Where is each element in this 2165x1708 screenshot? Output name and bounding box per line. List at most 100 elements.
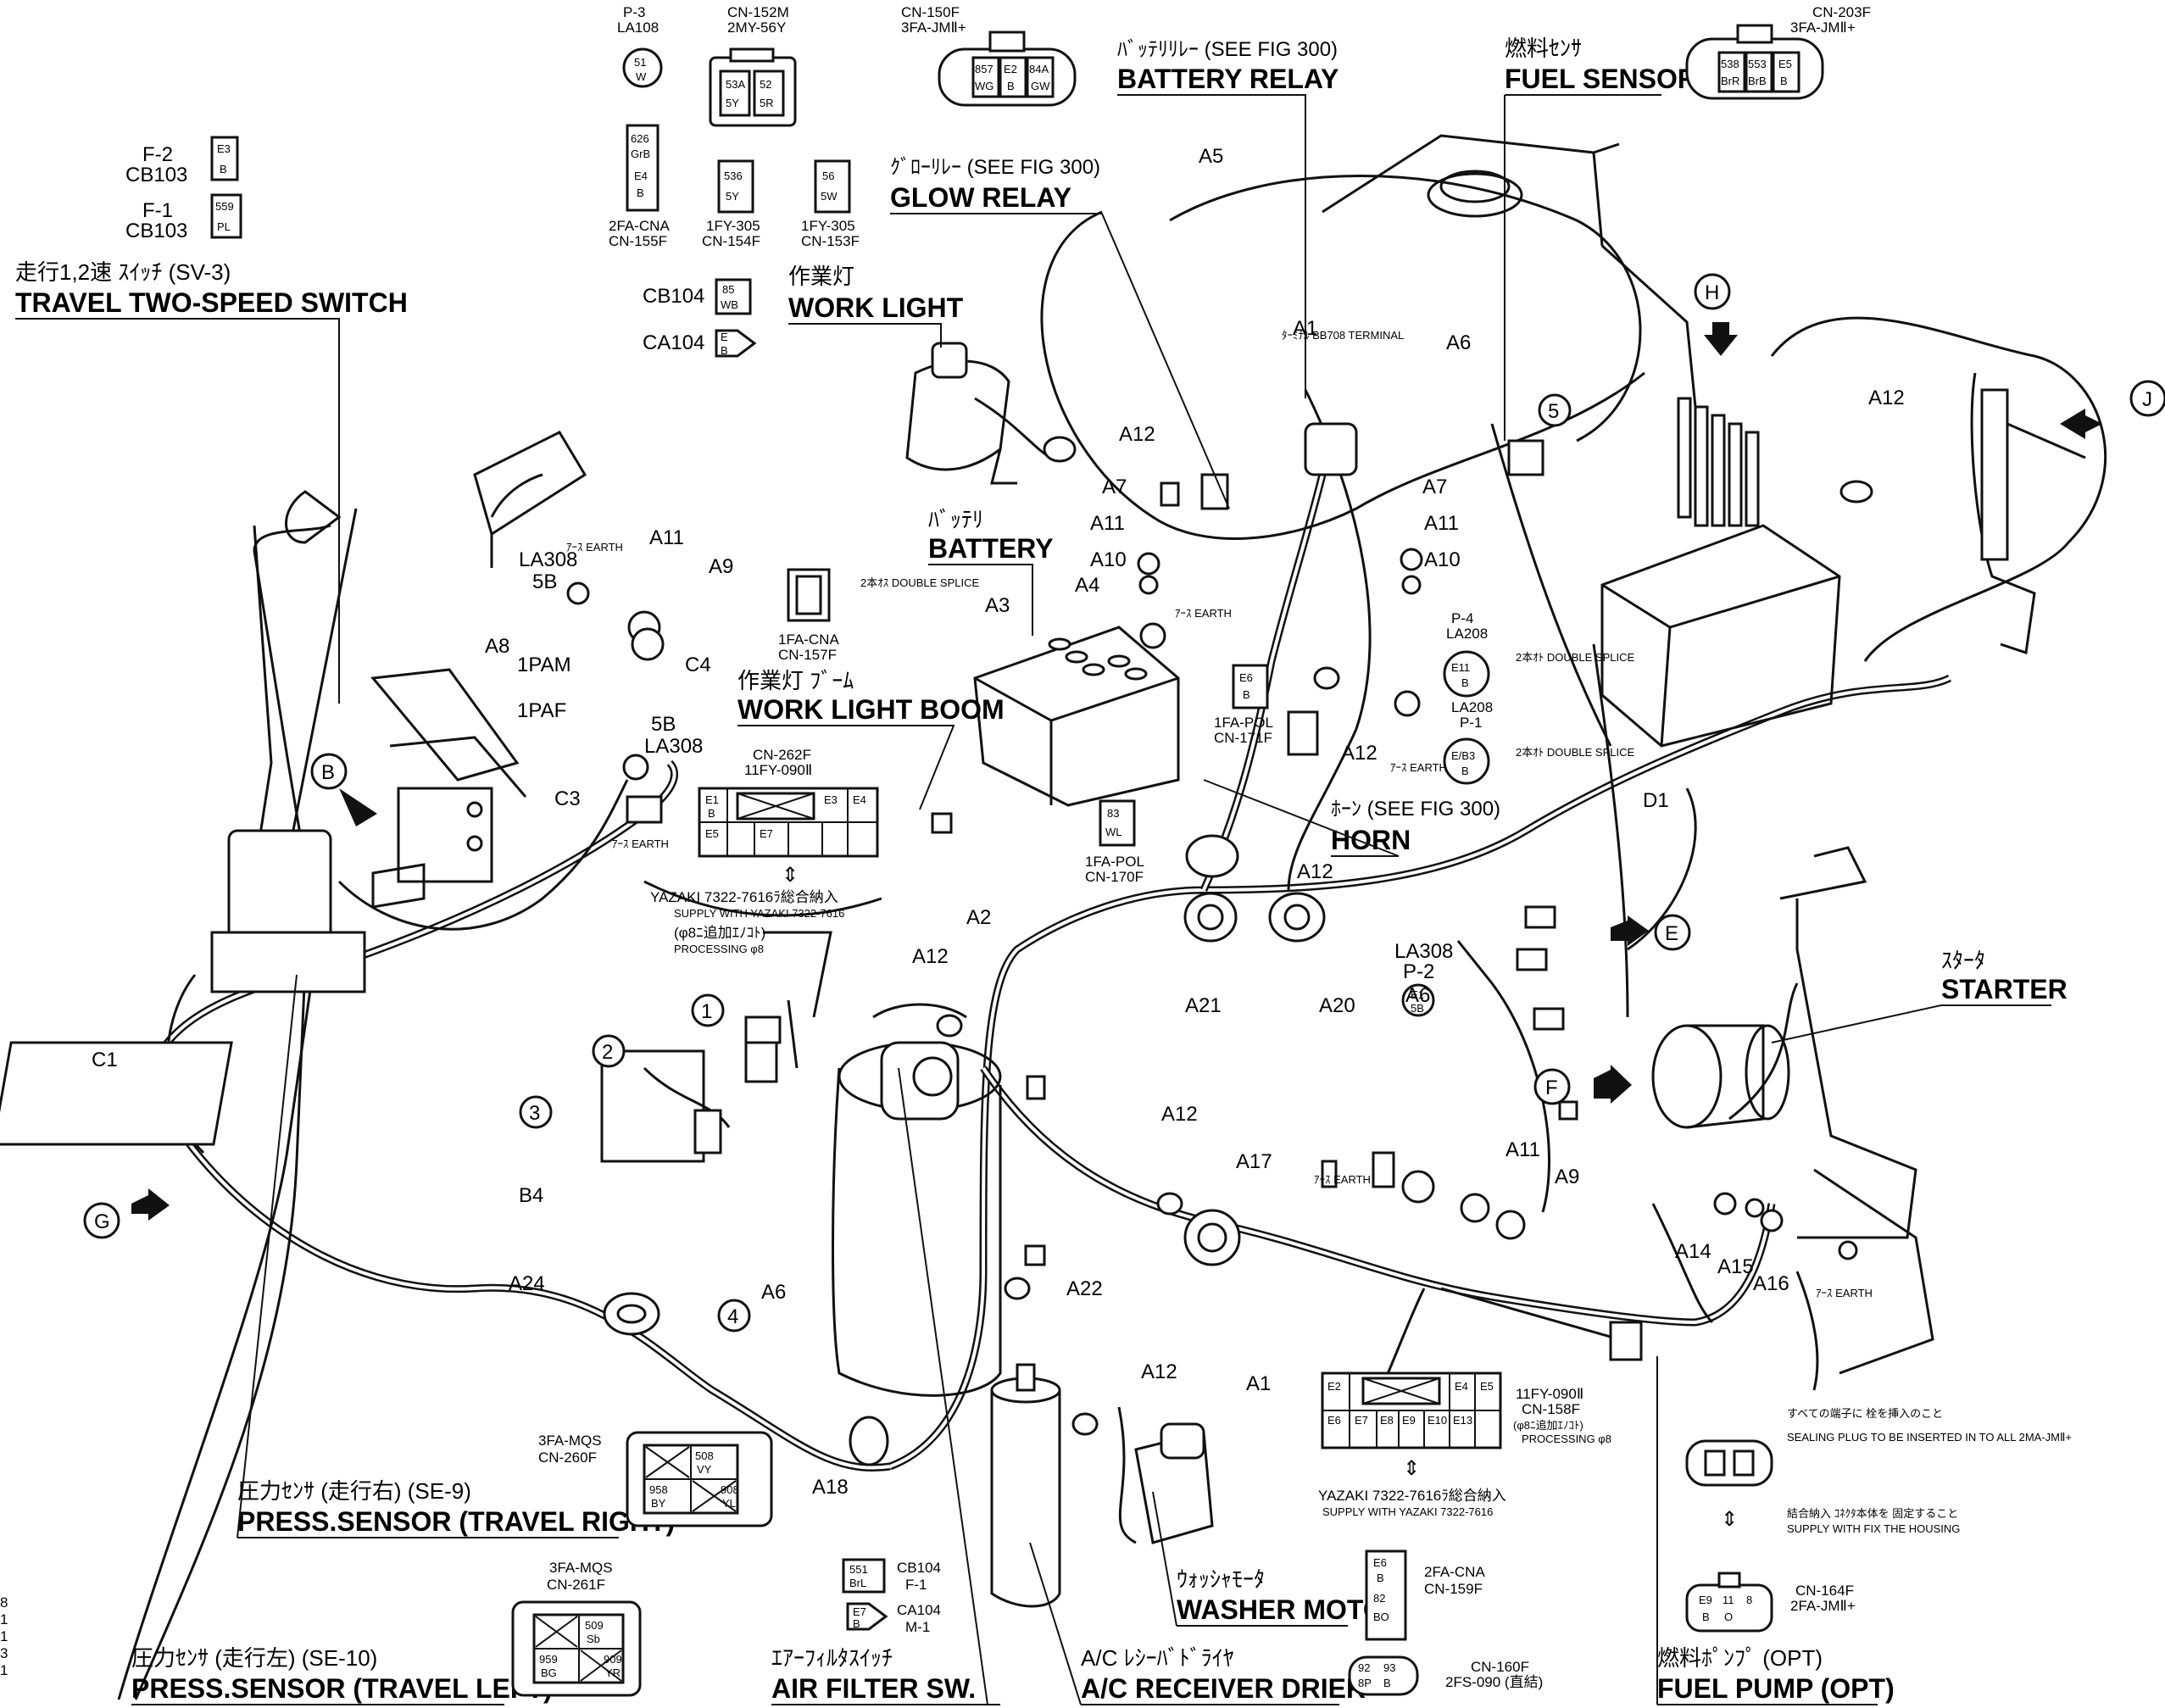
- la308-b-label: LA308: [644, 735, 703, 758]
- callout-a12-g: A12: [1868, 387, 1905, 409]
- two-my-56y-label: 2MY-56Y: [727, 19, 786, 36]
- svg-text:8: 8: [1746, 1594, 1752, 1606]
- svg-text:BG: BG: [541, 1666, 557, 1679]
- svg-text:BrR: BrR: [1721, 75, 1739, 87]
- edge-number-4: 3: [0, 1645, 8, 1661]
- starter-drawing: [1651, 846, 1934, 1375]
- svg-text:B: B: [1702, 1611, 1710, 1623]
- svg-text:E1: E1: [705, 793, 719, 806]
- view-e-label: E: [1665, 922, 1678, 945]
- main-harness: [117, 175, 2107, 1700]
- svg-text:538: 538: [1721, 58, 1739, 70]
- callout-a7-right: A7: [1422, 476, 1447, 498]
- callout-a1-bottom: A1: [1246, 1372, 1271, 1395]
- assy-label: SUPPLY WITH FIX THE HOUSING: [1787, 1522, 1960, 1535]
- svg-text:E2: E2: [1327, 1380, 1341, 1393]
- svg-text:92: 92: [1358, 1661, 1370, 1674]
- double-splice-label: 2本ｵｽ DOUBLE SPLICE: [860, 576, 979, 589]
- svg-text:E2: E2: [1004, 63, 1017, 75]
- cn171f-label: CN-171F: [1214, 730, 1272, 746]
- callout-a12-c: A12: [1297, 860, 1333, 883]
- earth-label-2: ｱｰｽ EARTH: [612, 837, 669, 850]
- svg-text:E11: E11: [1451, 661, 1470, 674]
- view-f-label: F: [1545, 1077, 1558, 1099]
- air-filter-drawing: [832, 1003, 1002, 1397]
- svg-text:84A: 84A: [1029, 63, 1049, 75]
- terminal-label: ﾀｰﾐﾅﾙ BB708 TERMINAL: [1282, 329, 1404, 342]
- view-j-label: J: [2142, 388, 2152, 411]
- fuel-sensor-jp: 燃料ｾﾝｻ: [1505, 36, 1582, 61]
- svg-text:BrB: BrB: [1748, 75, 1767, 87]
- two-fa-cna-b-label: 2FA-CNA: [1424, 1564, 1485, 1580]
- label-fuel-pump: 燃料ﾎﾟﾝﾌﾟ (OPT) FUEL PUMP (OPT): [1656, 1356, 1895, 1705]
- proc2-label: PROCESSING φ8: [1522, 1433, 1611, 1445]
- cn158f-a-label: 11FY-090Ⅱ: [1516, 1386, 1583, 1402]
- svg-text:B: B: [1383, 1677, 1391, 1689]
- one-fy-090-label: 11FY-090Ⅱ: [744, 762, 812, 778]
- callout-a22: A22: [1066, 1277, 1103, 1300]
- sealing-label: SEALING PLUG TO BE INSERTED IN TO ALL 2M…: [1787, 1431, 2072, 1444]
- svg-text:E5: E5: [705, 827, 719, 840]
- svg-text:O: O: [1724, 1611, 1733, 1623]
- svg-text:5Y: 5Y: [726, 190, 739, 203]
- svg-text:⇕: ⇕: [1721, 1508, 1738, 1531]
- cn150f-label: CN-150F: [901, 4, 960, 20]
- svg-text:E8: E8: [1380, 1414, 1394, 1427]
- air-filter-jp: ｴｱｰﾌｨﾙﾀｽｲｯﾁ: [771, 1645, 893, 1671]
- callout-a10-right: A10: [1424, 548, 1461, 571]
- svg-text:11: 11: [1723, 1594, 1734, 1606]
- cn153f-label: CN-153F: [801, 233, 860, 249]
- svg-text:E13: E13: [1453, 1414, 1472, 1427]
- svg-text:E3: E3: [217, 142, 231, 155]
- callout-a21: A21: [1185, 994, 1222, 1017]
- svg-text:626: 626: [631, 132, 649, 145]
- edge-numbers: 8 1 1 3 1: [0, 1594, 8, 1678]
- svg-text:E4: E4: [1455, 1380, 1468, 1393]
- one-fy-305b-label: 1FY-305: [801, 218, 855, 234]
- cb104-label: CB104: [643, 285, 704, 308]
- svg-text:5W: 5W: [821, 190, 838, 203]
- washer-motor-drawing: [1134, 1422, 1214, 1544]
- la208b-label: LA208: [1451, 699, 1493, 715]
- view-arrows: [131, 322, 2102, 1221]
- svg-text:GW: GW: [1031, 80, 1050, 92]
- cn164f-label: CN-164F: [1795, 1583, 1854, 1599]
- floor-plate-drawing: [473, 431, 587, 568]
- p4-label: P-4: [1451, 610, 1473, 626]
- one-fa-pol-a-label: 1FA-POL: [1214, 715, 1273, 731]
- two-fa-jm-label: 2FA-JMⅡ+: [1790, 1598, 1856, 1614]
- la308-5b-label: 5B: [532, 570, 557, 593]
- svg-text:8P: 8P: [1358, 1677, 1372, 1689]
- callout-a1-top: A1: [1293, 317, 1317, 340]
- battery-title: BATTERY: [928, 533, 1054, 564]
- label-press-sensor-right: 圧力ｾﾝｻ (走行右) (SE-9) PRESS.SENSOR (TRAVEL …: [237, 974, 675, 1538]
- callout-a9-right: A9: [1555, 1166, 1579, 1188]
- la308-a-label: LA308: [519, 548, 577, 571]
- callout-a2: A2: [966, 906, 991, 929]
- svg-text:E6: E6: [1327, 1414, 1341, 1427]
- callout-circle-2: 2: [602, 1041, 613, 1064]
- svg-text:52: 52: [760, 78, 771, 91]
- fuel-pump-jp: 燃料ﾎﾟﾝﾌﾟ (OPT): [1657, 1645, 1823, 1671]
- callout-c1: C1: [92, 1049, 118, 1071]
- callout-a20: A20: [1319, 994, 1355, 1017]
- horn-title: HORN: [1331, 825, 1411, 855]
- travel-switch-drawing: [0, 490, 527, 1146]
- callout-a6-top: A6: [1446, 331, 1471, 354]
- work-light-boom-title: WORK LIGHT BOOM: [737, 694, 1005, 725]
- svg-text:B: B: [1007, 80, 1015, 92]
- svg-text:B: B: [220, 163, 227, 175]
- callout-circle-5: 5: [1548, 400, 1559, 423]
- glow-relay-jp: ｸﾞﾛｰﾘﾚｰ (SEE FIG 300): [890, 156, 1100, 179]
- svg-text:WL: WL: [1105, 826, 1122, 838]
- callout-a12-f: A12: [1141, 1360, 1177, 1383]
- label-battery: ﾊﾞｯﾃﾘ BATTERY: [928, 507, 1054, 636]
- cn159f-label: CN-159F: [1424, 1581, 1483, 1597]
- label-horn: ﾎｰﾝ (SEE FIG 300) HORN: [1203, 779, 1500, 857]
- svg-text:BY: BY: [651, 1497, 666, 1510]
- svg-text:GrB: GrB: [631, 147, 650, 160]
